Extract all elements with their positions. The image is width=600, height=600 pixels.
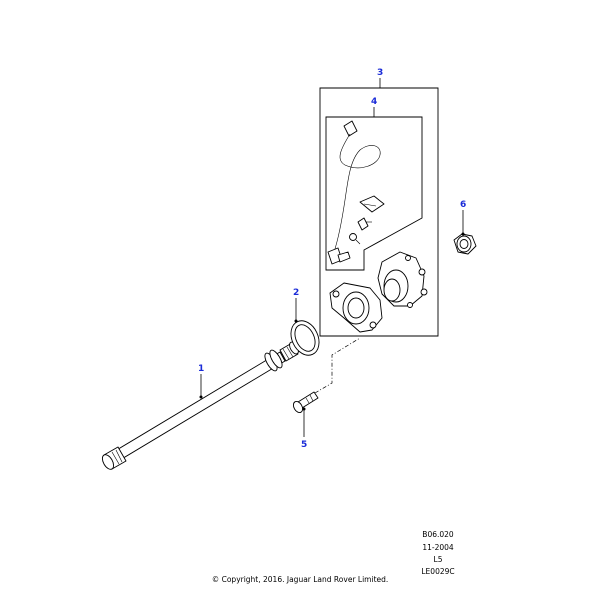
hub-nut-part[interactable] <box>453 233 477 255</box>
callout-5[interactable]: 5 <box>301 440 307 450</box>
callout-6[interactable]: 6 <box>460 200 466 210</box>
callout-3[interactable]: 3 <box>377 68 383 78</box>
ref-code-1: B06.020 <box>422 530 454 539</box>
assembly-4-frame <box>325 116 423 271</box>
alignment-line <box>314 337 361 394</box>
leader-2-dot <box>294 319 298 323</box>
bearing-housing-part[interactable] <box>329 282 383 333</box>
ref-code-3: LE0029C <box>421 567 455 576</box>
leader-5-dot <box>302 407 306 411</box>
bolt-part[interactable] <box>292 391 319 414</box>
hub-flange-part[interactable] <box>377 251 428 308</box>
abs-sensor-harness-part[interactable] <box>327 120 385 265</box>
ref-date: 11-2004 <box>422 543 454 552</box>
callout-4[interactable]: 4 <box>371 97 377 107</box>
o-ring-part[interactable] <box>286 316 325 360</box>
leader-1-dot <box>199 395 203 399</box>
callout-2[interactable]: 2 <box>293 288 299 298</box>
ref-code-2: L5 <box>433 555 443 564</box>
halfshaft-part[interactable] <box>100 341 300 472</box>
copyright-text: © Copyright, 2016. Jaguar Land Rover Lim… <box>211 575 389 584</box>
callout-1[interactable]: 1 <box>198 364 204 374</box>
assembly-3-frame <box>319 87 439 337</box>
leader-6-dot <box>461 232 465 236</box>
